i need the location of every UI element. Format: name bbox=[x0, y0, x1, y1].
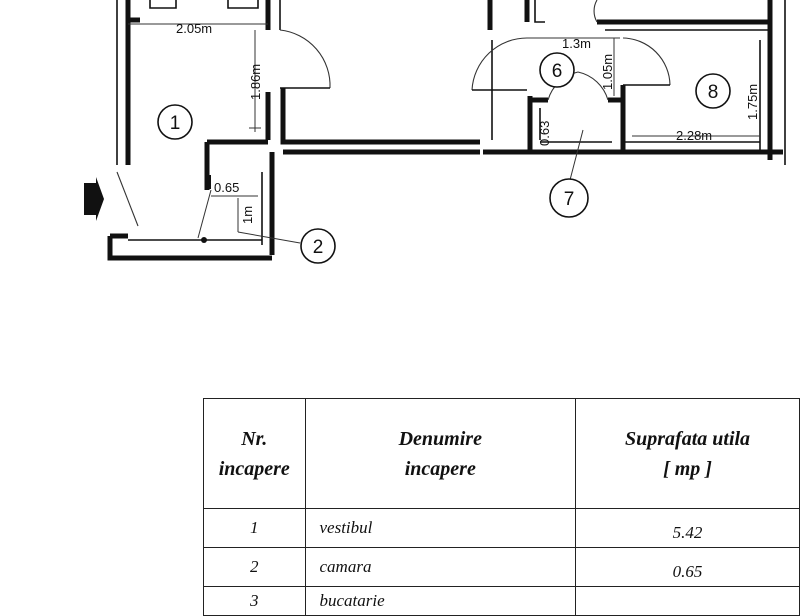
cell-room-number: 1 bbox=[203, 508, 306, 548]
dim-label: 0.65 bbox=[214, 180, 239, 195]
room8-door-arc bbox=[622, 37, 671, 86]
dim-label: 2.05m bbox=[176, 21, 212, 36]
table-row: 1 vestibul 5.42 bbox=[203, 508, 800, 548]
room2-leader bbox=[237, 231, 301, 244]
pantry-door-post bbox=[205, 175, 211, 189]
dim-label: 1.05m bbox=[600, 54, 615, 90]
vestibule-door-arc bbox=[279, 29, 331, 89]
room-number: 6 bbox=[552, 61, 563, 82]
header-room-name: Denumire incapere bbox=[304, 398, 577, 509]
cell-room-name: bucatarie bbox=[304, 586, 577, 616]
room-number: 8 bbox=[708, 82, 719, 103]
header-line: incapere bbox=[218, 457, 290, 480]
room-number: 7 bbox=[564, 189, 575, 210]
floor-plan: 2.05m 1.86m 0.65 1m 1.3m 1.05m 0.63 1.75… bbox=[84, 0, 786, 264]
header-line: Nr. bbox=[241, 427, 268, 450]
room7-door-arc-right bbox=[577, 71, 609, 101]
room-area-table: Nr. incapere Denumire incapere Suprafata… bbox=[203, 398, 800, 616]
room6-left-fixture bbox=[534, 0, 545, 23]
room-callout-circle bbox=[695, 73, 731, 109]
room7-leader bbox=[569, 129, 584, 181]
right-wing-walls bbox=[483, 0, 786, 165]
table-header-row: Nr. incapere Denumire incapere Suprafata… bbox=[203, 398, 800, 509]
room-callout-circle bbox=[539, 52, 575, 88]
header-line: incapere bbox=[404, 457, 476, 480]
room-callout-circle bbox=[549, 178, 589, 218]
dim-label: 1.3m bbox=[562, 36, 591, 51]
upper-door-arc bbox=[593, 0, 598, 23]
room-callout-circle bbox=[157, 104, 193, 140]
dim-label: 1.75m bbox=[745, 84, 760, 120]
bottom-wall bbox=[107, 236, 272, 261]
entrance-door-swing bbox=[116, 171, 139, 227]
table-row: 3 bucatarie bbox=[203, 586, 800, 616]
room-callout-2: 2 bbox=[300, 228, 336, 264]
cell-room-area: 0.65 bbox=[575, 547, 800, 587]
top-fixture-2 bbox=[227, 0, 259, 9]
dim-label: 1m bbox=[240, 206, 255, 224]
corridor-top-wall bbox=[280, 88, 480, 145]
header-line: Denumire bbox=[398, 427, 482, 450]
table-row: 2 camara 0.65 bbox=[203, 547, 800, 587]
cell-room-area: 5.42 bbox=[575, 508, 800, 548]
header-line: Suprafata utila bbox=[625, 427, 751, 450]
cell-room-number: 2 bbox=[203, 547, 306, 587]
room-number: 2 bbox=[313, 237, 324, 258]
room-callout-6: 6 bbox=[539, 52, 575, 88]
dim-label: 1.86m bbox=[248, 64, 263, 100]
pantry-door-pin bbox=[201, 237, 207, 243]
cell-room-name: camara bbox=[304, 547, 577, 587]
top-fixture-1 bbox=[149, 0, 177, 9]
room-number: 1 bbox=[170, 113, 181, 134]
header-room-number: Nr. incapere bbox=[203, 398, 306, 509]
entrance-arrow-icon bbox=[84, 177, 104, 221]
dim-label: 2.28m bbox=[676, 128, 712, 143]
header-usable-area: Suprafata utila [ mp ] bbox=[575, 398, 800, 509]
room-callout-1: 1 bbox=[157, 104, 193, 140]
left-wing-walls bbox=[107, 0, 480, 261]
room-callout-7: 7 bbox=[549, 178, 589, 218]
room-callout-circle bbox=[300, 228, 336, 264]
header-line: [ mp ] bbox=[663, 457, 712, 480]
cell-room-name: vestibul bbox=[304, 508, 577, 548]
dim-label: 0.63 bbox=[537, 121, 552, 146]
cell-room-number: 3 bbox=[203, 586, 306, 616]
pantry-door-swing-line bbox=[197, 189, 212, 239]
room-callout-8: 8 bbox=[695, 73, 731, 109]
cell-room-area bbox=[575, 586, 800, 616]
room6-door-arc bbox=[471, 37, 528, 91]
